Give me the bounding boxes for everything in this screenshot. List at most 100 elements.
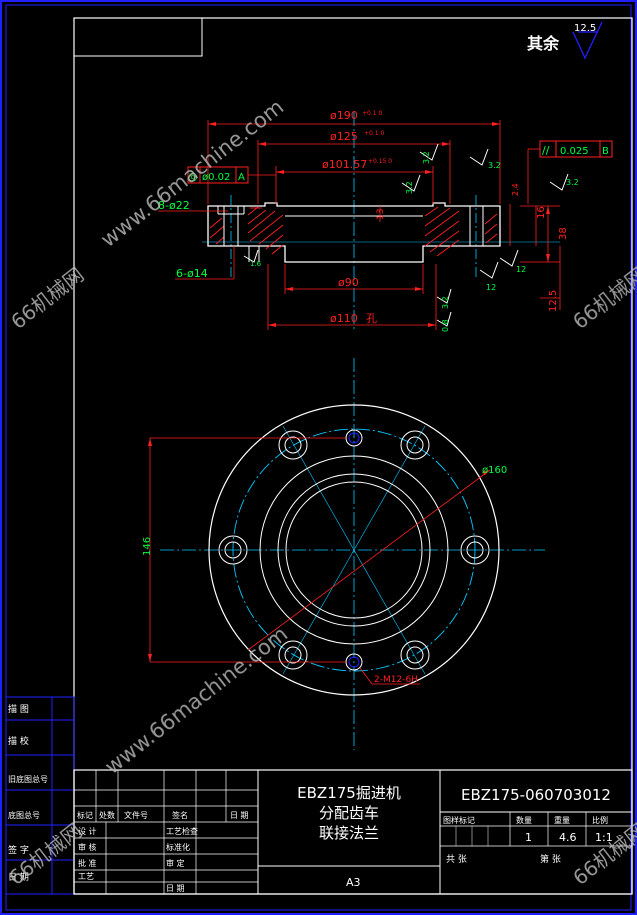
tb-h-stage: 图样标记 [443, 815, 475, 825]
dim-h12: 12.5 [548, 290, 559, 312]
tb-r-check: 审 核 [78, 842, 97, 852]
dim-d90: ø90 [338, 276, 359, 289]
tolerance-frame-parallel: // 0.025 B [527, 140, 613, 204]
part-name-line3: 联接法兰 [319, 824, 379, 842]
tb-h-weight: 重量 [554, 815, 570, 825]
roughness-symbol-icon [572, 21, 603, 60]
top-dimension-lines [207, 120, 561, 330]
strip-label-4: 底图总号 [8, 810, 40, 820]
tb-h-doc: 文件号 [124, 810, 148, 820]
dim-d110-tol: 孔 [366, 312, 377, 325]
tb-h-sign: 签名 [172, 810, 188, 820]
strip-label-2: 描 校 [8, 735, 29, 747]
hole-leaders [158, 210, 235, 280]
roughness-note: 其余 12.5 [527, 21, 603, 60]
tb-r-review: 审 定 [166, 858, 185, 868]
tb-r-design: 设 计 [78, 826, 97, 836]
tb-r-date2: 日 期 [166, 884, 185, 893]
part-name-line1: EBZ175掘进机 [297, 784, 401, 802]
title-block: 标记 处数 文件号 签名 日 期 设 计 工艺检查 审 核 标准化 批 准 审 … [73, 769, 633, 895]
plan-bore-circle [285, 481, 423, 619]
parallel-datum: B [602, 146, 609, 157]
concentric-icon: ◎ [188, 170, 198, 183]
tb-v-weight: 4.6 [559, 831, 577, 844]
strip-label-5: 签 字 [8, 844, 29, 856]
finish-ra32-b: 3.2 [405, 181, 414, 194]
surface-finish-symbols [243, 143, 569, 327]
left-signature-strip: 描 图 描 校 旧底图总号 底图总号 签 字 日 期 [5, 696, 75, 895]
finish-ra32-e: 3.2 [488, 161, 501, 170]
tb-h-qty: 数量 [516, 815, 532, 825]
part-name-line2: 分配齿车 [319, 804, 379, 822]
sheet-outer-border-inner [5, 4, 632, 911]
code-box [73, 17, 203, 57]
drawing-code: EBZ175-060703012 [461, 786, 611, 804]
finish-ra32-a: 3.2 [422, 151, 431, 164]
roughness-value: 12.5 [574, 23, 596, 34]
plan-diagonal-b [282, 425, 426, 675]
callout-6-holes: 6-ø14 [176, 267, 208, 280]
finish-ra08: 0.8 [441, 319, 450, 332]
watermark-url-bottom: www.66machine.com [100, 622, 292, 779]
section-hatching [209, 206, 498, 257]
tolerance-frame-concentric: ◎ ø0.02 A [187, 166, 276, 184]
dim-arrowheads [208, 122, 550, 327]
concentric-value: ø0.02 [202, 172, 230, 183]
plan-pitch-circle [232, 428, 476, 672]
dim-t24: 2.4 [511, 183, 520, 196]
watermark-cn-bottom-right: 66机械网 [568, 818, 637, 890]
plan-arrowheads [148, 438, 490, 662]
dim-thread: 2-M12-6H [374, 675, 418, 685]
plan-circle-125 [259, 455, 449, 645]
dim-h13: 13 [376, 209, 386, 220]
finish-ra32-d: 3.2 [566, 178, 579, 187]
dim-h16: 16 [536, 206, 547, 219]
watermark-url-top: www.66machine.com [96, 95, 288, 252]
tb-v-qty: 1 [525, 831, 532, 844]
tb-r-std: 工艺检查 [166, 826, 198, 836]
tb-h-count: 处数 [99, 810, 115, 820]
callout-8-holes: 8-ø22 [158, 199, 190, 212]
parallel-value: 0.025 [560, 146, 589, 157]
tb-h-scale: 比例 [592, 815, 608, 825]
tb-r-approve: 批 准 [78, 858, 97, 868]
dim-d190: ø190 [330, 109, 358, 122]
tb-r-std2: 标准化 [166, 842, 190, 852]
tb-h-mark: 标记 [77, 810, 93, 820]
plan-dimension-lines [149, 437, 491, 685]
finish-ra32-c: 3.2 [441, 296, 450, 309]
section-view: ø190 +0.1 0 ø125 +0.1 0 ø101.57 +0.15 0 … [158, 109, 613, 332]
dim-d101-tol: +0.15 0 [368, 158, 392, 165]
tb-total-sheets: 共 张 [446, 854, 467, 865]
dim-d110: ø110 [330, 312, 358, 325]
watermark-cn-top-right: 66机械网 [568, 262, 637, 334]
plan-circle-101 [277, 473, 431, 627]
roughness-note-label: 其余 [527, 34, 560, 53]
watermark-cn-top-left: 66机械网 [6, 262, 88, 334]
section-bolt-holes [217, 206, 484, 246]
dim-d125: ø125 [330, 130, 358, 143]
finish-ra12-b: 12 [516, 265, 526, 274]
material: A3 [346, 876, 361, 889]
parallel-icon: // [542, 144, 550, 157]
strip-label-3: 旧底图总号 [8, 774, 48, 784]
plan-view: ø160 146 2-M12-6H [142, 358, 545, 750]
dim-h38: 38 [558, 227, 569, 240]
plan-outer-circle [208, 404, 500, 696]
dim-d125-tol: +0.1 0 [364, 130, 384, 137]
dim-d160: ø160 [482, 465, 507, 476]
dim-d190-tol: +0.1 0 [362, 110, 382, 117]
strip-label-6: 日 期 [8, 872, 29, 883]
tb-h-date: 日 期 [230, 811, 249, 820]
tb-sheet-no: 第 张 [540, 853, 561, 865]
tb-r-craft: 工艺 [78, 872, 94, 881]
strip-label-1: 描 图 [8, 703, 29, 715]
tb-v-scale: 1:1 [595, 831, 613, 844]
finish-ra12-a: 12 [486, 283, 496, 292]
part-outline [207, 202, 501, 263]
finish-ra16: 1.6 [250, 260, 262, 268]
concentric-datum: A [238, 172, 245, 183]
plan-bolt-holes [218, 430, 490, 670]
